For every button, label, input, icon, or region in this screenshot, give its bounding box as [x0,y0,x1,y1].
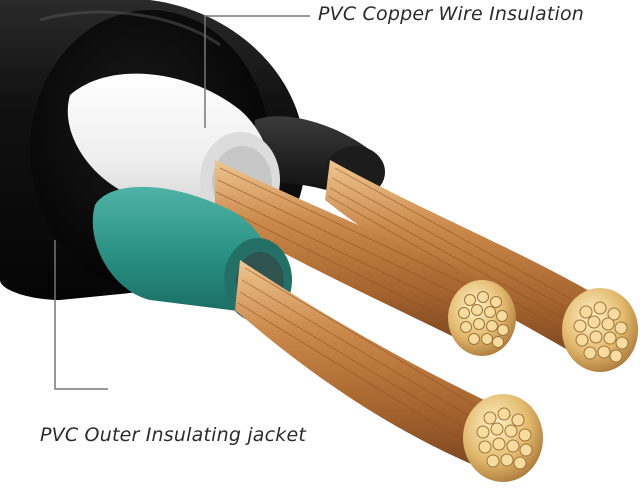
callout-line-inner-insulation [204,15,310,128]
black-conductor [250,116,638,372]
teal-conductor [92,186,543,482]
callout-line-outer-jacket [54,240,108,390]
callout-label-inner-insulation: PVC Copper Wire Insulation [318,3,585,25]
callout-lines [54,15,310,390]
white-conductor [67,73,516,356]
callout-label-outer-jacket: PVC Outer Insulating jacket [40,424,307,446]
